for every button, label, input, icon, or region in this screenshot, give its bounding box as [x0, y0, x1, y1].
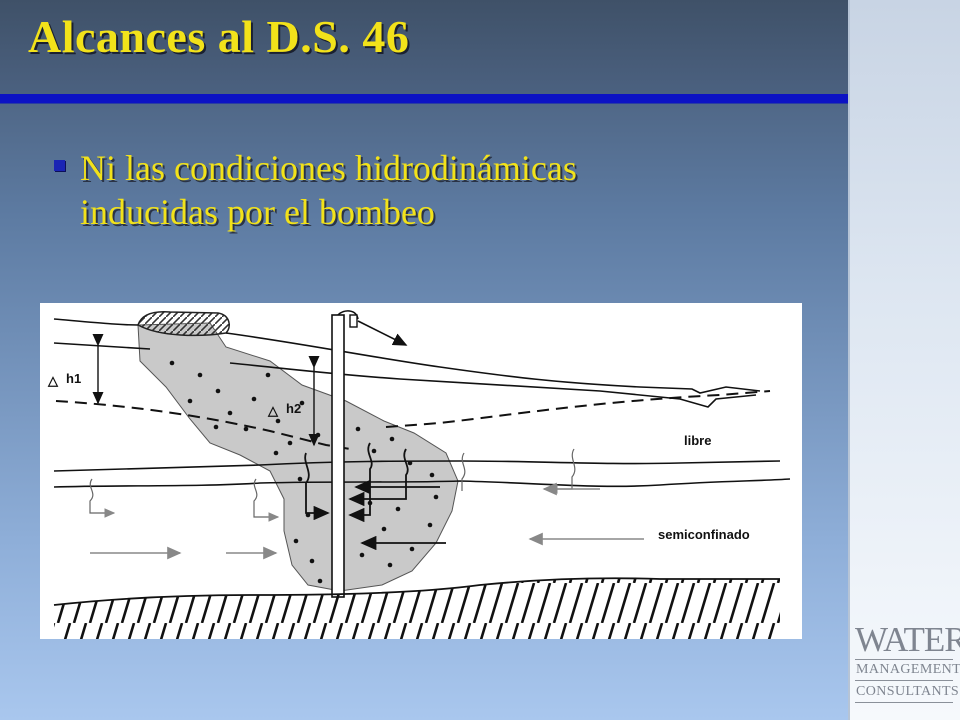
title-divider — [0, 94, 848, 103]
bullet-text: Ni las condiciones hidrodinámicas induci… — [80, 146, 814, 234]
bullet-text-line-2: inducidas por el bombeo — [80, 192, 435, 232]
semiconfinado-label: semiconfinado — [658, 527, 750, 542]
h1-delta-symbol: △ — [47, 373, 59, 388]
well-casing — [331, 314, 345, 598]
ground-surface-line — [53, 318, 761, 394]
water-table-dashed — [55, 390, 771, 450]
inflow-arrows — [304, 442, 446, 551]
title-divider-shadow — [0, 103, 848, 104]
bullet-square-icon — [54, 160, 65, 171]
right-side-panel — [848, 0, 960, 720]
libre-label: libre — [684, 433, 711, 448]
side-panel-edge — [848, 0, 850, 720]
logo-divider-bottom — [855, 702, 953, 703]
well-outlet — [349, 314, 358, 328]
bedrock-hatching — [54, 578, 780, 639]
logo-word-management: MANAGEMENT — [856, 662, 960, 677]
aquifer-boundary-lower — [53, 478, 791, 488]
company-logo: WATER MANAGEMENT CONSULTANTS — [855, 622, 960, 710]
slide-title: Alcances al D.S. 46 — [28, 11, 410, 62]
hydrogeology-diagram: △ h1 △ h2 libre semiconfinado — [40, 303, 802, 639]
bullet-item: Ni las condiciones hidrodinámicas induci… — [54, 146, 814, 234]
discharge-arrow — [357, 320, 408, 346]
diagram-svg: △ h1 △ h2 libre semiconfinado — [47, 310, 791, 639]
h1-label: h1 — [66, 371, 81, 386]
bullet-text-line-1: Ni las condiciones hidrodinámicas — [80, 148, 577, 188]
slide: Alcances al D.S. 46 Ni las condiciones h… — [0, 0, 848, 639]
title-bar: Alcances al D.S. 46 — [0, 0, 848, 94]
h2-delta-symbol: △ — [267, 403, 279, 418]
logo-word-water: WATER — [855, 620, 960, 659]
contamination-source — [137, 311, 231, 337]
logo-word-consultants: CONSULTANTS — [856, 684, 960, 699]
leakage-flow-arrows — [89, 448, 576, 522]
logo-divider-top — [855, 659, 953, 660]
logo-divider-middle — [855, 680, 953, 681]
aquifer-boundary-upper — [53, 460, 781, 472]
regional-flow-arrows — [90, 482, 644, 560]
h2-label: h2 — [286, 401, 301, 416]
ground-surface-lower-line — [53, 342, 757, 408]
